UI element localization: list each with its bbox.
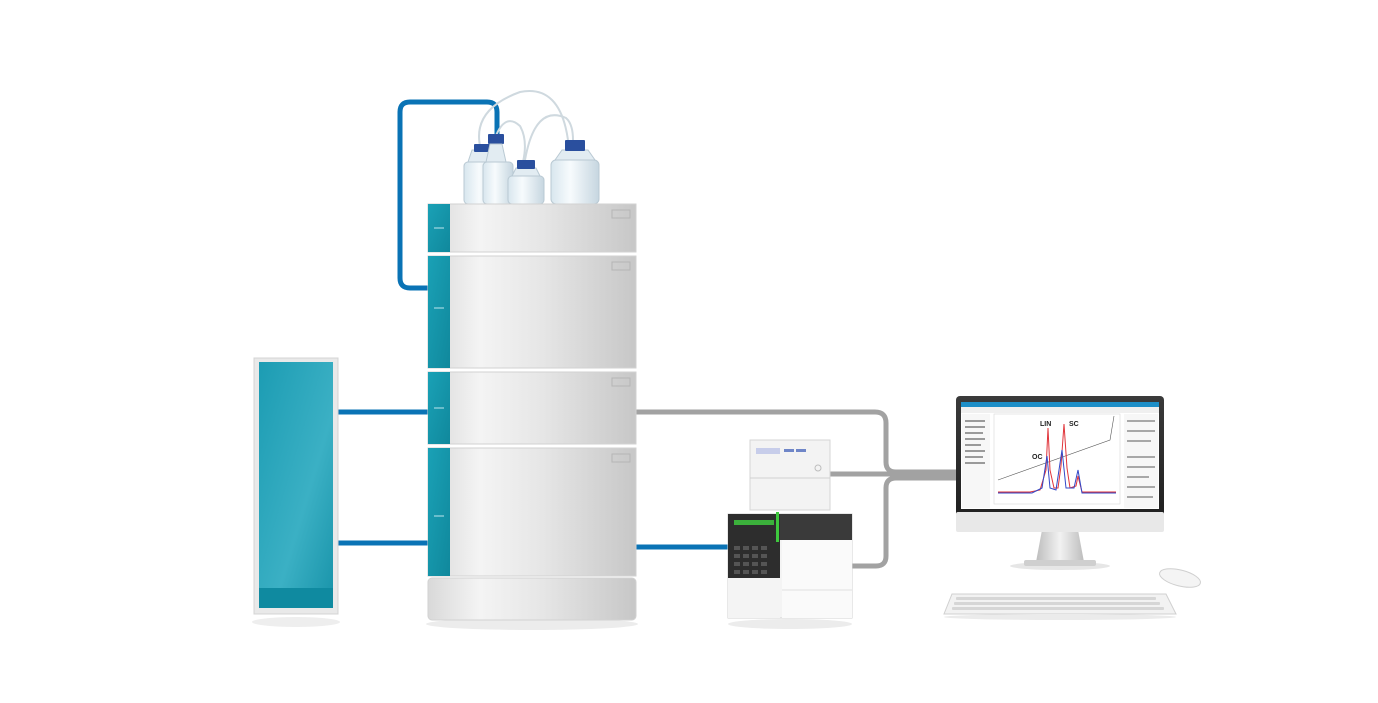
bottle-icon bbox=[507, 160, 545, 205]
data-cable-stack bbox=[636, 409, 958, 475]
tubing bbox=[336, 90, 958, 569]
column-oven bbox=[252, 357, 340, 627]
detector-keypad bbox=[734, 546, 767, 574]
module-autosampler bbox=[427, 371, 637, 445]
peak-label-oc: OC bbox=[1032, 454, 1043, 461]
data-cable-detector bbox=[852, 475, 958, 569]
mouse-icon bbox=[1159, 568, 1201, 588]
monitor-icon: LIN SC OC bbox=[956, 396, 1164, 570]
bottle-tube-c bbox=[524, 114, 574, 161]
chromatogram: LIN SC OC bbox=[993, 413, 1121, 505]
detector bbox=[727, 512, 853, 629]
keyboard-icon bbox=[943, 593, 1177, 620]
module-degasser bbox=[427, 203, 637, 253]
screen: LIN SC OC bbox=[961, 402, 1159, 509]
module-pump bbox=[427, 255, 637, 369]
bottle-icon bbox=[550, 140, 600, 205]
peak-label-sc: SC bbox=[1069, 421, 1079, 428]
stack-base bbox=[427, 577, 637, 621]
trace-blue bbox=[998, 449, 1116, 494]
hplc-stack bbox=[426, 203, 638, 630]
module-column-compartment bbox=[427, 447, 637, 577]
peak-label-lin: LIN bbox=[1040, 421, 1051, 428]
solvent-bottles bbox=[463, 134, 600, 205]
fraction-collector bbox=[749, 439, 831, 511]
bottle-tube-b bbox=[494, 120, 526, 163]
gradient-line bbox=[997, 415, 1115, 481]
bottle-tube-a bbox=[478, 90, 569, 151]
